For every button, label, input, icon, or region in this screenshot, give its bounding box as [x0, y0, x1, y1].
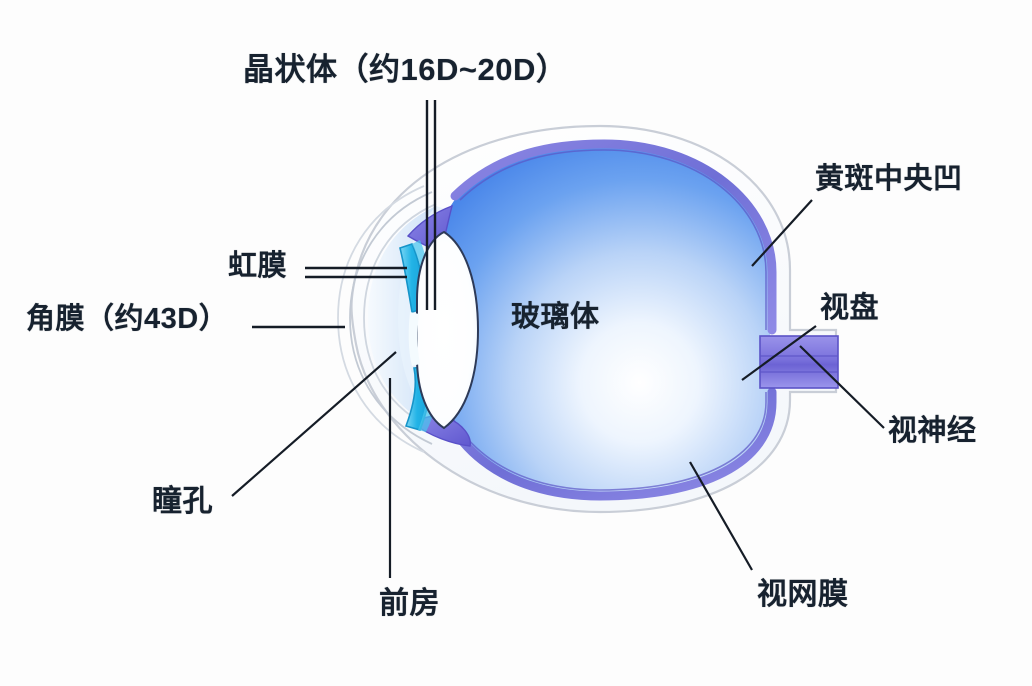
leader-lines	[231, 100, 885, 578]
leader-pupil	[231, 351, 397, 497]
label-optic-disc: 视盘	[820, 292, 880, 324]
optic-nerve-band	[759, 335, 839, 389]
label-retina: 视网膜	[757, 578, 849, 611]
label-fovea: 黄斑中央凹	[815, 163, 963, 195]
leader-retina	[689, 461, 753, 571]
leader-optic-nerve	[799, 345, 885, 429]
label-iris: 虹膜	[228, 250, 288, 282]
label-cornea: 角膜（约43D）	[26, 303, 229, 335]
leader-optic-disc	[741, 325, 817, 381]
label-pupil: 瞳孔	[152, 485, 213, 518]
vitreous-body	[426, 146, 770, 494]
label-anterior-chamber: 前房	[379, 587, 440, 620]
label-lens: 晶状体（约16D~20D）	[243, 52, 568, 87]
label-vitreous-body: 玻璃体	[511, 301, 600, 333]
label-optic-nerve: 视神经	[888, 415, 977, 447]
pupil-opening	[408, 312, 420, 366]
leader-fovea	[751, 199, 813, 267]
